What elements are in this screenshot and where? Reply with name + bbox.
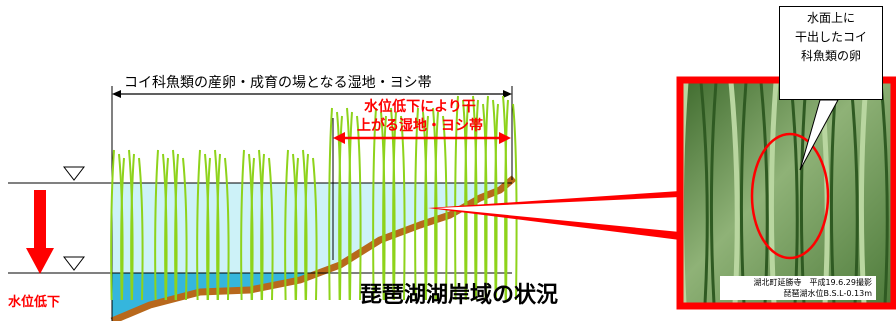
dry-zone-label: 水位低下により干 上がる湿地・ヨシ帯	[330, 98, 510, 136]
callout-line2: 干出したコイ	[794, 30, 867, 44]
reed-stem	[250, 157, 255, 301]
reed-stem	[356, 115, 362, 301]
reed-stem	[454, 95, 459, 301]
reed-stem	[216, 153, 221, 301]
reed-stem	[484, 95, 489, 301]
photo-stem	[879, 81, 889, 305]
callout-tail	[799, 99, 839, 171]
reed-stem	[474, 99, 479, 301]
reed-stem	[304, 153, 309, 301]
egg-callout: 水面上に 干出したコイ 科魚類の卵	[779, 6, 883, 100]
photo-pointer-inner	[436, 197, 680, 232]
reed-stem	[434, 111, 439, 301]
reed-stem	[138, 157, 144, 301]
shore-ground	[112, 178, 514, 321]
reed-stem	[392, 111, 397, 301]
dry-zone-label-line2: 上がる湿地・ヨシ帯	[357, 118, 483, 134]
reed-stem	[424, 115, 429, 301]
water-drop-arrow	[26, 190, 54, 274]
photo-stem	[699, 81, 709, 305]
reed-stem	[182, 157, 188, 301]
reed-stem	[328, 107, 333, 301]
egg-photo	[676, 76, 896, 310]
reed-stem	[348, 111, 353, 301]
reed-stem	[206, 157, 211, 301]
reed-stem	[512, 103, 518, 301]
water-drop-label: 水位低下	[8, 295, 61, 310]
dry-zone-label-line1: 水位低下により干	[364, 99, 476, 115]
wetland-span-arrowhead-right	[503, 90, 512, 98]
reed-stem	[284, 149, 289, 301]
egg-highlight-circle	[750, 132, 830, 260]
photo-caption-line1: 湖北町延勝寺 平成19.6.29撮影	[753, 278, 872, 287]
reed-stem	[504, 99, 509, 301]
reed-stem	[464, 103, 469, 301]
reed-stem	[130, 153, 135, 301]
reed-stem	[268, 157, 274, 301]
photo-caption: 湖北町延勝寺 平成19.6.29撮影 琵琶湖水位B.S.L-0.13m	[720, 276, 876, 300]
reed-stem	[312, 157, 318, 301]
upper-level-triangle	[62, 166, 86, 181]
reed-stem	[494, 103, 499, 301]
main-title: 琵琶湖湖岸域の状況	[360, 283, 559, 308]
reed-bed	[110, 95, 518, 301]
reed-stem	[120, 157, 125, 301]
wetland-span-arrowhead-left	[112, 90, 121, 98]
callout-line1: 水面上に	[806, 11, 855, 25]
reed-stem	[224, 157, 230, 301]
reed-stem	[240, 149, 245, 301]
reed-stem	[400, 115, 406, 301]
reed-stem	[260, 153, 265, 301]
reed-stem	[372, 107, 377, 301]
reed-stem	[154, 149, 159, 301]
reed-stem	[442, 115, 448, 301]
photo-caption-line2: 琵琶湖水位B.S.L-0.13m	[783, 289, 872, 298]
reed-stem	[110, 149, 115, 301]
wetland-span-label: コイ科魚類の産卵・成育の場となる湿地・ヨシ帯	[124, 75, 432, 91]
reed-stem	[382, 115, 387, 301]
reed-stem	[174, 153, 179, 301]
dry-zone-arrowhead-left	[333, 132, 345, 144]
reed-stem	[338, 115, 343, 301]
reed-stem	[164, 157, 169, 301]
dry-zone-arrowhead-right	[499, 132, 511, 144]
callout-line3: 科魚類の卵	[800, 49, 861, 63]
reed-stem	[414, 107, 419, 301]
reed-stem	[196, 149, 201, 301]
reed-stem	[294, 157, 299, 301]
photo-stem	[709, 81, 718, 305]
lower-level-triangle	[62, 256, 86, 271]
